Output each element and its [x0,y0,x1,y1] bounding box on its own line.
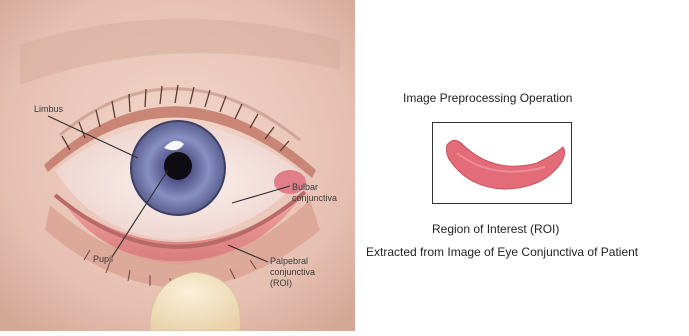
pupil [164,152,192,180]
roi-caption: Region of Interest (ROI) [432,222,559,236]
eye-illustration: Limbus Bulbar conjunctiva Pupil Palpebra… [0,0,355,331]
roi-conjunctiva-crescent [446,140,564,189]
roi-source-caption: Extracted from Image of Eye Conjunctiva … [366,245,638,259]
label-palpebral-conjunctiva: Palpebral conjunctiva (ROI) [270,256,315,289]
roi-image-box [432,122,572,204]
label-limbus: Limbus [34,104,63,115]
preprocessing-heading: Image Preprocessing Operation [403,91,572,105]
label-pupil: Pupil [93,254,113,265]
label-bulbar-conjunctiva: Bulbar conjunctiva [292,182,337,204]
